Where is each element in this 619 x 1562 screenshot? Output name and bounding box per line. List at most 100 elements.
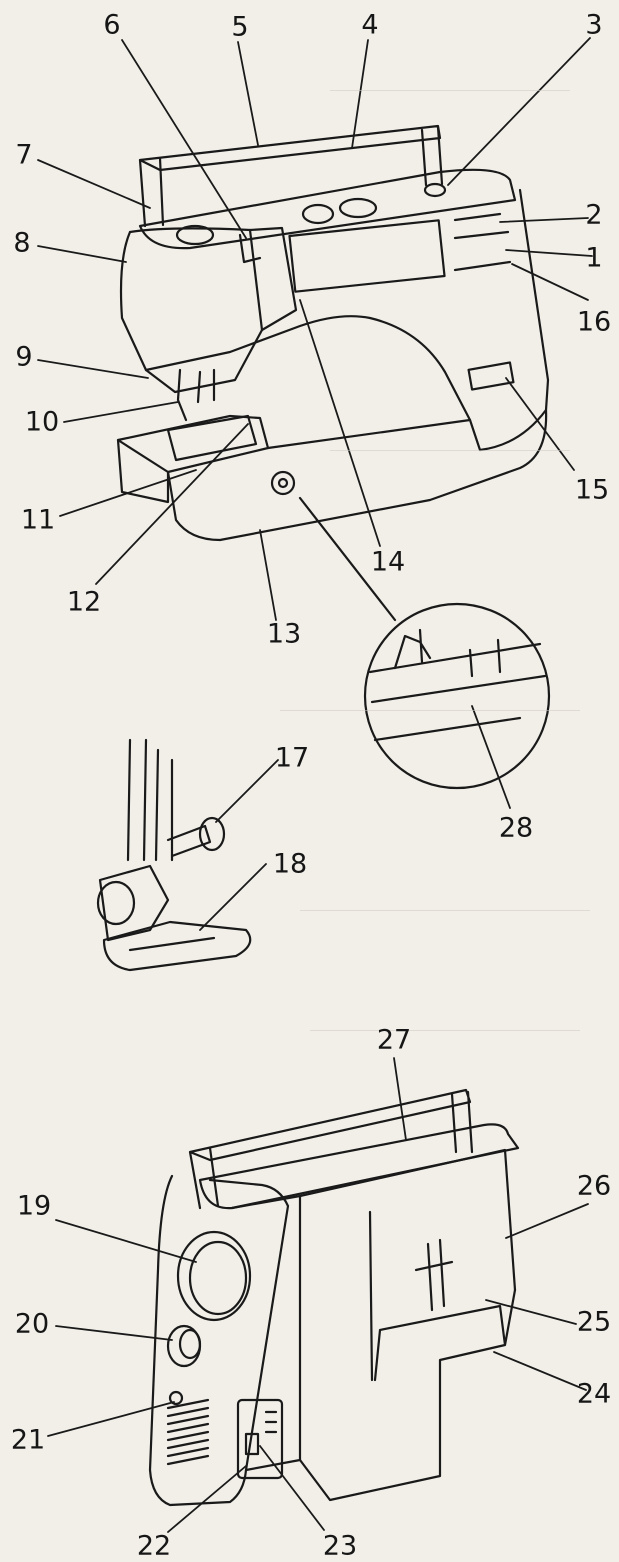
head-edge [248, 226, 298, 332]
inset-circle [363, 602, 551, 790]
head-face [128, 227, 264, 394]
leader-2 [499, 217, 589, 223]
leader-11 [59, 469, 197, 517]
presser-screw [96, 880, 136, 926]
presser-lever [166, 824, 212, 858]
leader-22 [167, 1465, 247, 1533]
leader-23 [259, 1445, 325, 1531]
callout-26: 26 [576, 1170, 612, 1202]
callout-3: 3 [585, 9, 603, 41]
leader-27 [393, 1057, 407, 1141]
leader-3 [447, 37, 591, 186]
leader-25 [485, 1299, 577, 1325]
callout-19: 19 [16, 1190, 52, 1222]
callout-9: 9 [15, 341, 33, 373]
callout-23: 23 [322, 1530, 358, 1562]
leader-6 [121, 39, 247, 239]
power-socket [264, 1410, 278, 1434]
callout-24: 24 [576, 1378, 612, 1410]
callout-17: 17 [274, 742, 310, 774]
presser-bar [126, 738, 174, 862]
back-top-cover [198, 1123, 520, 1210]
ghost-line [330, 80, 570, 91]
callout-2: 2 [585, 199, 603, 231]
leader-10 [63, 401, 179, 423]
leader-20 [55, 1325, 173, 1341]
leader-16 [511, 263, 589, 301]
callout-15: 15 [574, 474, 610, 506]
callout-1: 1 [585, 242, 603, 274]
leader-14 [299, 299, 381, 547]
callout-7: 7 [15, 139, 33, 171]
ghost-line [330, 440, 570, 451]
callout-6: 6 [103, 9, 121, 41]
machine-arm [119, 188, 550, 452]
magnified-inset [298, 496, 551, 790]
leader-19 [55, 1219, 197, 1263]
end-panel-front [230, 1194, 302, 1472]
back-base [298, 1288, 517, 1502]
callout-11: 11 [20, 504, 56, 536]
inset-pointer [298, 496, 397, 622]
callout-27: 27 [376, 1024, 412, 1056]
callout-28: 28 [498, 812, 534, 844]
leader-21 [47, 1401, 175, 1437]
leader-24 [493, 1351, 587, 1391]
leader-28 [471, 705, 511, 809]
callout-4: 4 [361, 9, 379, 41]
end-panel [148, 1174, 290, 1507]
free-arm [116, 414, 270, 504]
back-needle-area [414, 1238, 454, 1312]
machine-front-view [116, 124, 550, 542]
handwheel-outer [176, 1230, 252, 1322]
bobbin-button [270, 470, 296, 496]
needle-bar [176, 233, 262, 422]
callout-8: 8 [13, 227, 31, 259]
base-body [166, 408, 548, 542]
callout-12: 12 [66, 586, 102, 618]
leader-12 [95, 423, 249, 585]
leader-1 [505, 249, 593, 257]
vent-grille [166, 1398, 210, 1466]
leader-4 [351, 39, 369, 149]
leader-9 [37, 359, 149, 379]
callout-14: 14 [370, 546, 406, 578]
presser-foot-view [96, 738, 252, 972]
machine-back-view [148, 1088, 520, 1507]
leader-18 [199, 863, 267, 931]
callout-22: 22 [136, 1530, 172, 1562]
leader-7 [37, 159, 151, 209]
display-window [288, 219, 446, 293]
ghost-line [280, 700, 580, 711]
top-dial-mid [301, 203, 335, 225]
leader-17 [215, 759, 279, 823]
power-panel [236, 1398, 284, 1480]
presser-foot-sole [102, 920, 252, 972]
side-buttons [453, 212, 512, 272]
top-dial-right [338, 197, 378, 219]
callout-18: 18 [272, 848, 308, 880]
ghost-line [310, 1020, 580, 1031]
callout-16: 16 [576, 306, 612, 338]
power-switch [244, 1432, 260, 1456]
presser-knob [198, 816, 226, 852]
top-dial-left [175, 224, 215, 246]
ghost-line [300, 900, 590, 911]
callout-20: 20 [14, 1308, 50, 1340]
callout-10: 10 [24, 406, 60, 438]
back-handle [188, 1088, 474, 1210]
bobbin-button-inner [277, 477, 289, 489]
leader-13 [259, 529, 277, 621]
needle-plate [166, 414, 258, 462]
thread-guide [423, 182, 447, 198]
back-arm [298, 1148, 517, 1382]
presser-shank [98, 864, 170, 942]
side-lever [467, 361, 515, 391]
carry-handle [138, 124, 444, 228]
leader-5 [237, 41, 259, 146]
top-cover [138, 168, 517, 250]
bobbin-winder-cap [178, 1328, 202, 1360]
leader-26 [505, 1203, 589, 1239]
